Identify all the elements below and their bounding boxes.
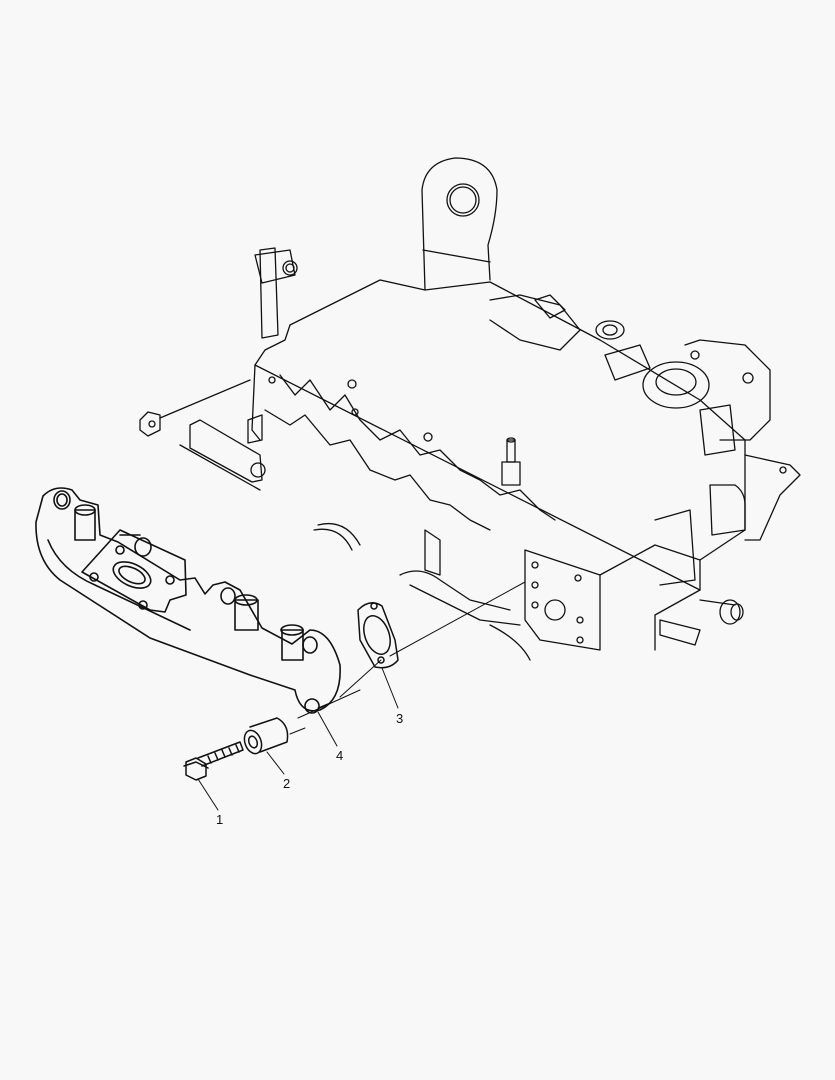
engine-cylinder-head — [139, 157, 801, 661]
callout-3: 3 — [396, 711, 404, 726]
exhaust-manifold — [35, 487, 341, 714]
spacer-sleeve — [243, 717, 289, 755]
bolt — [183, 741, 244, 781]
callout-2: 2 — [283, 776, 291, 791]
leader-lines — [197, 667, 399, 811]
gasket — [357, 602, 399, 669]
callout-4: 4 — [336, 748, 344, 763]
callout-1: 1 — [216, 812, 224, 827]
assembly-center-line — [289, 581, 526, 735]
